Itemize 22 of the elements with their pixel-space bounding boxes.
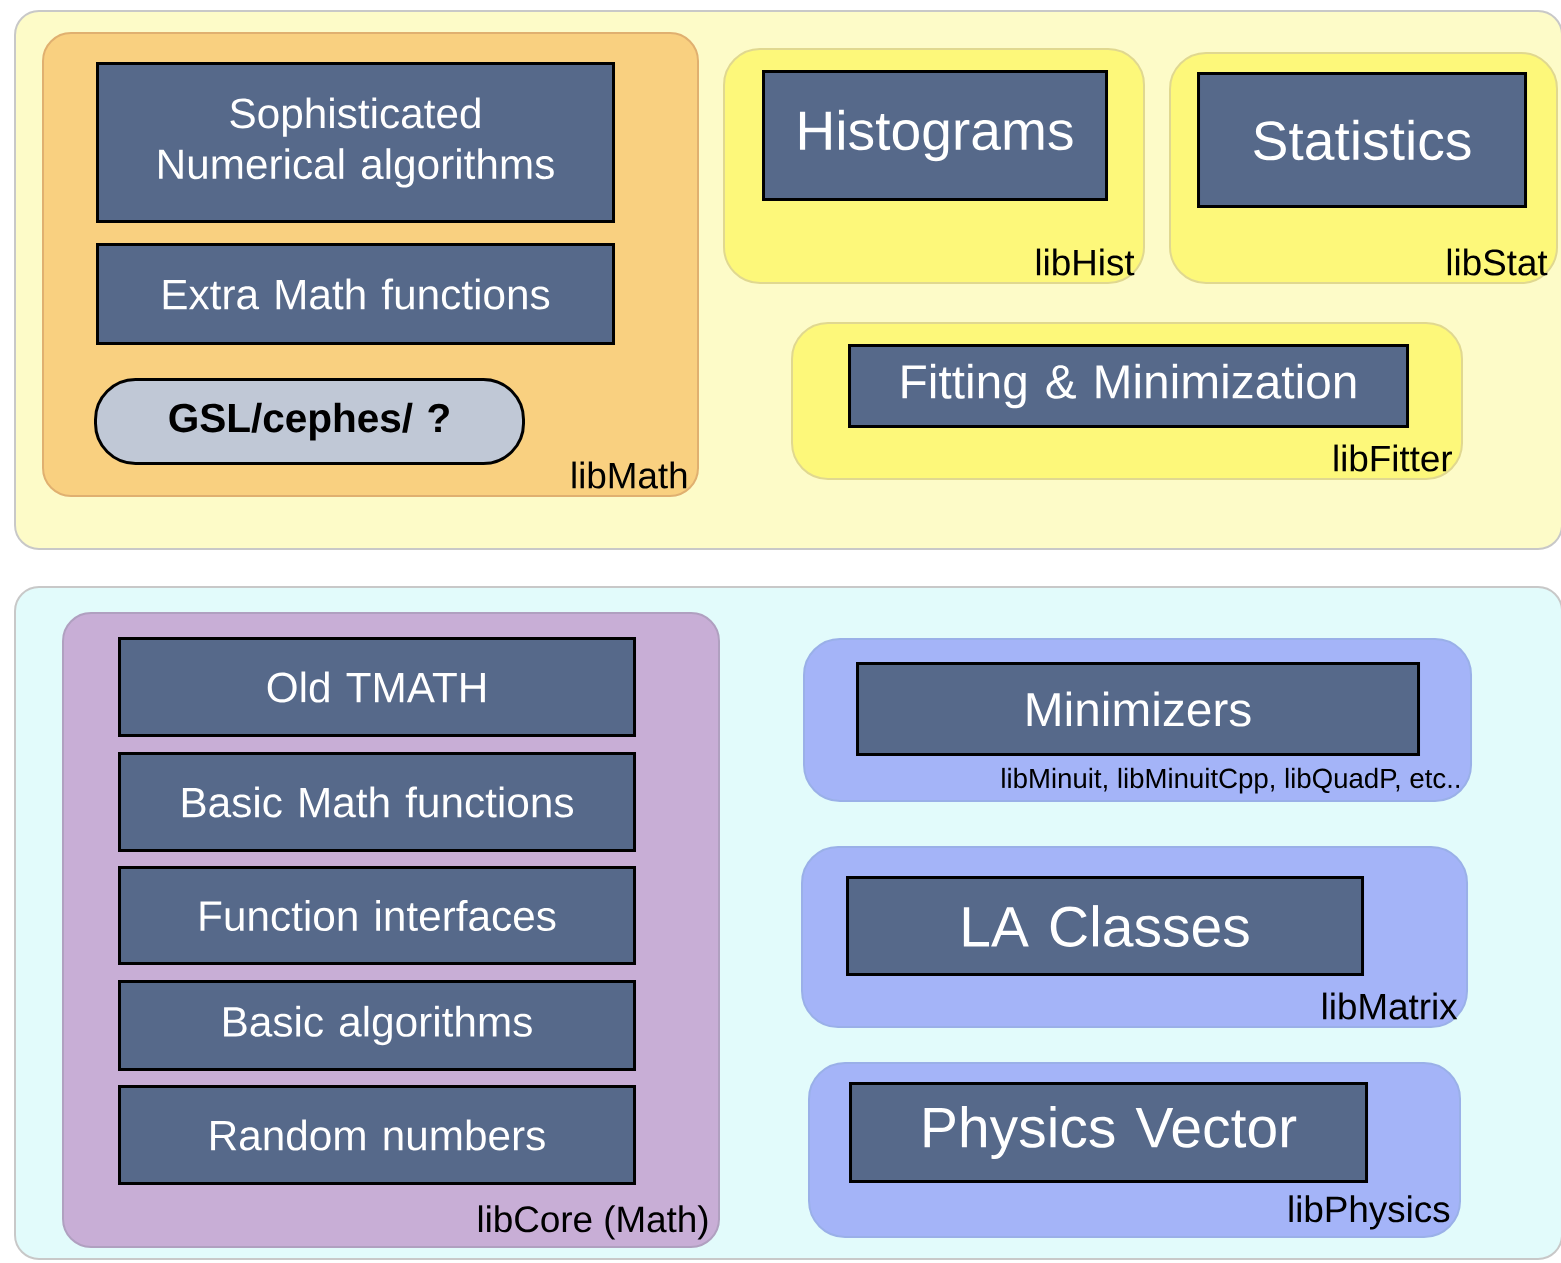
group-label: libMinuit, libMinuitCpp, libQuadP, etc.. (1002, 767, 1459, 794)
module-box: Physics Vector (849, 1082, 1368, 1183)
module-box: Sophisticated Numerical algorithms (96, 62, 615, 223)
module-box: Minimizers (856, 662, 1420, 756)
group-label: libHist (1036, 248, 1135, 276)
module-box: Random numbers (118, 1085, 636, 1185)
group-label: libPhysics (1289, 1195, 1450, 1230)
module-box: Histograms (762, 70, 1108, 201)
module-box: Basic algorithms (118, 980, 636, 1071)
pill-box: GSL/cephes/ ? (94, 378, 525, 465)
group-label: libMath (572, 461, 687, 489)
module-box: Basic Math functions (118, 752, 636, 852)
group-label: libMatrix (1323, 992, 1458, 1020)
group-label: libFitter (1334, 444, 1452, 472)
module-box: Statistics (1197, 72, 1527, 208)
module-box: LA Classes (846, 876, 1364, 976)
module-box: Extra Math functions (96, 243, 615, 345)
group-label: libCore (Math) (478, 1205, 708, 1240)
module-box: Old TMATH (118, 637, 636, 737)
module-box: Fitting & Minimization (848, 344, 1409, 428)
module-box: Function interfaces (118, 866, 636, 965)
group-label: libStat (1447, 248, 1548, 276)
